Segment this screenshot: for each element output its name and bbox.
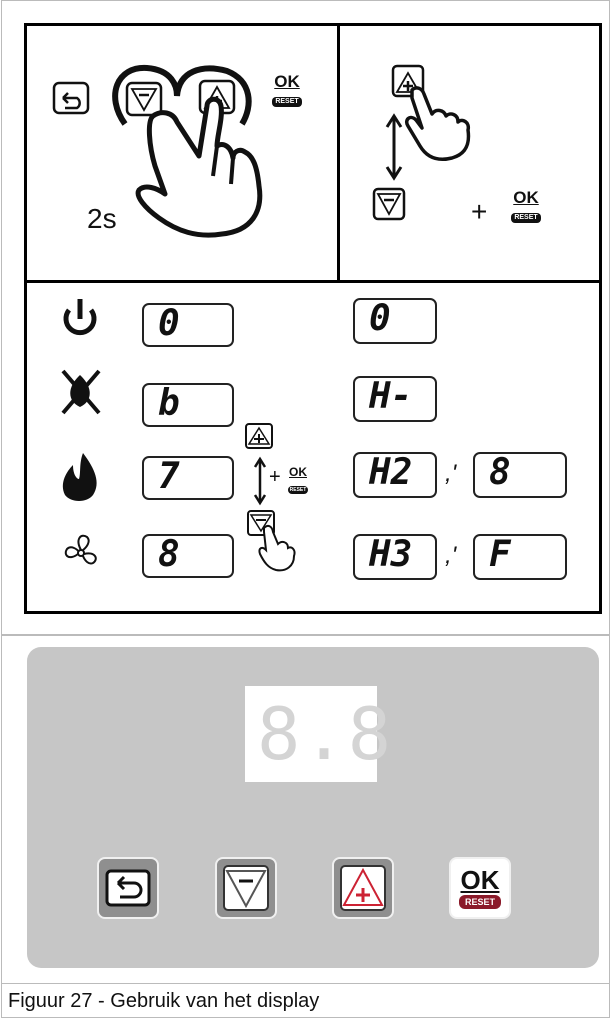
- duration-label: 2s: [87, 203, 117, 235]
- reset-label: RESET: [459, 895, 501, 909]
- two-finger-press-diagram: [27, 26, 337, 280]
- lcd-right-row1: 0: [353, 298, 437, 344]
- figure-caption: Figuur 27 - Gebruik van het display: [8, 990, 319, 1013]
- minus-triangle-icon: [217, 859, 275, 917]
- lcd-extra-row3: 8: [473, 452, 567, 498]
- instruction-panel: OK RESET 2s + OK RESET: [24, 23, 602, 614]
- fan-icon: [66, 536, 96, 564]
- hand-pointer-icon: [407, 88, 469, 159]
- lcd-right-row2: H-: [353, 376, 437, 422]
- ok-reset-button[interactable]: OK RESET: [449, 857, 511, 919]
- control-panel: 8.8 OK RESET: [27, 647, 599, 968]
- display-value: 8.8: [257, 694, 393, 774]
- ok-reset-button-icon: OK RESET: [267, 74, 307, 114]
- ok-reset-button-icon: OK RESET: [505, 190, 547, 230]
- flame-icon: [63, 453, 97, 501]
- power-icon: [66, 299, 94, 333]
- plus-button[interactable]: [332, 857, 394, 919]
- separator-row3: ,': [445, 460, 456, 488]
- separator-row4: ,': [445, 542, 456, 570]
- ok-label: OK: [451, 867, 509, 893]
- row-icons: [27, 283, 137, 613]
- back-button[interactable]: [97, 857, 159, 919]
- segment-display: 8.8: [245, 686, 377, 782]
- lcd-left-row4: 8: [142, 534, 234, 578]
- lcd-left-row3: 7: [142, 456, 234, 500]
- no-flame-icon: [63, 371, 99, 413]
- lcd-extra-row4: F: [473, 534, 567, 580]
- combo-plus-sign: +: [471, 196, 487, 228]
- plus-minus-ok-diagram: [340, 26, 602, 280]
- combo-diagram: [242, 416, 312, 576]
- lcd-left-row1: 0: [142, 303, 234, 347]
- lcd-right-row3: H2: [353, 452, 437, 498]
- minus-button[interactable]: [215, 857, 277, 919]
- lcd-right-row4: H3: [353, 534, 437, 580]
- ok-reset-button-icon: OK RESET: [284, 466, 312, 492]
- lcd-left-row2: b: [142, 383, 234, 427]
- back-arrow-icon: [99, 859, 157, 917]
- hand-pointer-icon: [259, 526, 294, 570]
- combo-plus-sign: +: [269, 466, 281, 489]
- plus-triangle-icon: [334, 859, 392, 917]
